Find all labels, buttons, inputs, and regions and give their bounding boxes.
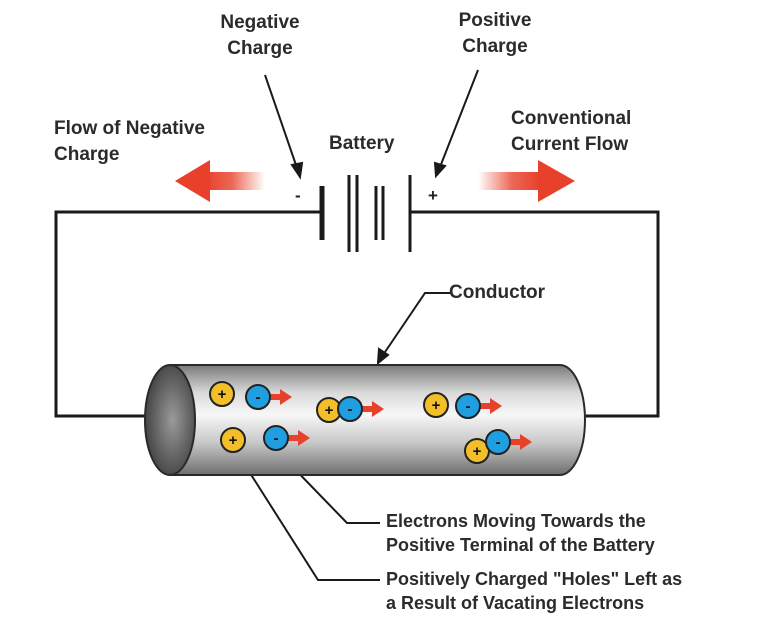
electrons-moving-label: Electrons Moving Towards the Positive Te…: [386, 511, 655, 555]
negative-charge-label: Negative Charge: [220, 12, 300, 59]
svg-text:+: +: [473, 443, 482, 460]
battery-negative-sign: -: [295, 186, 301, 205]
hole-particle: +: [423, 392, 449, 418]
conductor-label: Conductor: [449, 282, 546, 303]
battery-symbol: [319, 175, 412, 252]
svg-text:-: -: [496, 434, 501, 451]
svg-text:+: +: [218, 386, 227, 403]
svg-text:-: -: [466, 398, 471, 415]
negative-flow-arrow: [175, 160, 265, 202]
svg-text:-: -: [348, 401, 353, 418]
charge-carriers: +++++-----: [209, 381, 532, 464]
positive-charge-label: Positive Charge: [458, 10, 532, 57]
svg-text:-: -: [274, 430, 279, 447]
conductor-cylinder: [144, 364, 586, 476]
circuit-wire: [54, 210, 660, 418]
electron-motion-arrow: [480, 398, 502, 414]
electron-motion-arrow: [288, 430, 310, 446]
electrons-leader: [285, 459, 380, 524]
electron-particle: -: [245, 384, 271, 410]
flow-of-negative-charge-label: Flow of Negative Charge: [54, 118, 205, 165]
conductor-leader: [382, 292, 450, 356]
holes-label: Positively Charged "Holes" Left as a Res…: [386, 569, 683, 613]
battery-positive-sign: +: [428, 186, 438, 205]
positive-charge-leader: [439, 69, 479, 168]
hole-particle: +: [209, 381, 235, 407]
svg-text:-: -: [256, 389, 261, 406]
electron-particle: -: [485, 429, 511, 455]
hole-particle: +: [220, 427, 246, 453]
battery-label: Battery: [329, 133, 395, 154]
svg-text:+: +: [229, 432, 238, 449]
electron-particle: -: [337, 396, 363, 422]
negative-charge-leader: [264, 74, 298, 169]
electron-motion-arrow: [270, 389, 292, 405]
conventional-flow-arrow: [478, 160, 575, 202]
svg-text:+: +: [432, 397, 441, 414]
holes-leader: [242, 461, 380, 581]
electron-motion-arrow: [362, 401, 384, 417]
electron-particle: -: [455, 393, 481, 419]
electron-particle: -: [263, 425, 289, 451]
svg-text:+: +: [325, 402, 334, 419]
conventional-current-flow-label: Conventional Current Flow: [511, 108, 632, 155]
electron-motion-arrow: [510, 434, 532, 450]
